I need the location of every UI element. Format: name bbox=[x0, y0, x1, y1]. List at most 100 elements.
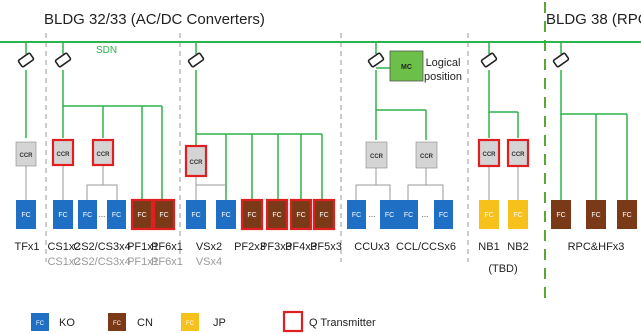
svg-text:FC: FC bbox=[36, 321, 45, 327]
svg-text:CCR: CCR bbox=[483, 152, 497, 158]
fc-box-ko: FC bbox=[434, 200, 453, 229]
ellipsis: ... bbox=[369, 210, 376, 219]
svg-text:FC: FC bbox=[247, 212, 256, 219]
svg-text:FC: FC bbox=[404, 212, 413, 219]
svg-text:FC: FC bbox=[112, 212, 121, 219]
switch-icons bbox=[17, 52, 570, 68]
fc-box-ko: FC bbox=[216, 200, 236, 229]
svg-text:FC: FC bbox=[186, 321, 195, 327]
switch-icon bbox=[187, 52, 205, 68]
ccr-fc-links bbox=[25, 166, 519, 200]
svg-text:FC: FC bbox=[513, 212, 522, 219]
svg-text:FC: FC bbox=[556, 212, 565, 219]
group-sublabel: CS2/CS3x4 bbox=[73, 256, 130, 268]
fc-box-cn: FC bbox=[586, 200, 606, 229]
group-labels: TFx1 CS1x2 CS2/CS3x4 PF1x1 PF6x1 VSx2 PF… bbox=[14, 241, 624, 253]
svg-text:CCR: CCR bbox=[512, 152, 526, 158]
mc-note-line2: position bbox=[424, 71, 462, 83]
switch-icon bbox=[17, 52, 35, 68]
switch-icon bbox=[552, 52, 570, 68]
svg-text:FC: FC bbox=[385, 212, 394, 219]
fc-box-ko: FC bbox=[399, 200, 418, 229]
fc-box-cn-q: FC bbox=[130, 198, 154, 231]
svg-text:FC: FC bbox=[221, 212, 230, 219]
legend-jp: FC JP bbox=[181, 313, 226, 331]
svg-text:CCR: CCR bbox=[190, 160, 204, 166]
legend-cn: FC CN bbox=[108, 313, 153, 331]
ccr-box-q: CCR bbox=[506, 138, 530, 168]
switch-icon bbox=[54, 52, 72, 68]
svg-text:FC: FC bbox=[191, 212, 200, 219]
svg-text:CCR: CCR bbox=[57, 152, 71, 158]
group-label: PF3x3 bbox=[260, 241, 292, 253]
group-label: NB2 bbox=[507, 241, 528, 253]
legend-cn-label: CN bbox=[137, 317, 153, 329]
bldg-32-33-title: BLDG 32/33 (AC/DC Converters) bbox=[44, 11, 265, 28]
fc-box-ko: FC bbox=[380, 200, 399, 229]
group-label: CS1x2 bbox=[47, 241, 80, 253]
svg-text:FC: FC bbox=[591, 212, 600, 219]
ccr-box-q: CCR bbox=[91, 138, 115, 167]
fc-box-ko: FC bbox=[78, 200, 97, 229]
svg-text:FC: FC bbox=[319, 212, 328, 219]
ellipsis: ... bbox=[99, 210, 106, 219]
group-sublabel: PF6x1 bbox=[151, 256, 183, 268]
legend-q-transmitter-label: Q Transmitter bbox=[309, 317, 376, 329]
bldg-38-title: BLDG 38 (RPC) bbox=[546, 11, 641, 28]
fc-box-cn-q: FC bbox=[152, 198, 176, 231]
switch-icon bbox=[367, 52, 385, 68]
mc-label: MC bbox=[401, 64, 412, 71]
switch-icon bbox=[480, 52, 498, 68]
svg-text:FC: FC bbox=[113, 321, 122, 327]
group-sublabel: PF1x1 bbox=[127, 256, 159, 268]
group-label: PF4x3 bbox=[285, 241, 317, 253]
ccr-box: CCR bbox=[415, 141, 438, 169]
svg-text:CCR: CCR bbox=[20, 153, 34, 159]
fc-box-cn-q: FC bbox=[240, 198, 264, 231]
group-label: VSx2 bbox=[196, 241, 222, 253]
group-label: TFx1 bbox=[14, 241, 39, 253]
ccr-box-q: CCR bbox=[51, 138, 75, 167]
svg-text:CCR: CCR bbox=[370, 154, 384, 160]
fc-box-jp: FC bbox=[479, 200, 499, 229]
sdn-label: SDN bbox=[96, 45, 117, 56]
svg-text:CCR: CCR bbox=[420, 154, 434, 160]
group-label: CS2/CS3x4 bbox=[73, 241, 130, 253]
fc-box-ko: FC bbox=[16, 200, 36, 229]
sdn-connections bbox=[25, 42, 628, 200]
ellipsis: ... bbox=[422, 210, 429, 219]
svg-text:CCR: CCR bbox=[97, 152, 111, 158]
svg-text:FC: FC bbox=[272, 212, 281, 219]
group-sublabels: CS1x2 CS2/CS3x4 PF1x1 PF6x1 VSx4 bbox=[47, 256, 222, 268]
legend-ko: FC KO bbox=[31, 313, 75, 331]
svg-text:FC: FC bbox=[58, 212, 67, 219]
svg-text:FC: FC bbox=[21, 212, 30, 219]
svg-text:FC: FC bbox=[622, 212, 631, 219]
fc-box-jp: FC bbox=[508, 200, 528, 229]
ccr-box: CCR bbox=[365, 141, 388, 169]
fc-box-cn-q: FC bbox=[265, 198, 289, 231]
fc-box-ko: FC bbox=[186, 200, 206, 229]
fc-box-ko: FC bbox=[107, 200, 126, 229]
svg-text:FC: FC bbox=[159, 212, 168, 219]
group-label: PF2x3 bbox=[234, 241, 266, 253]
group-label: CCL/CCSx6 bbox=[396, 241, 456, 253]
svg-text:FC: FC bbox=[484, 212, 493, 219]
fc-boxes: FC FC FC ... FC FC FC FC FC FC FC FC FC … bbox=[16, 198, 637, 231]
legend-q-transmitter: Q Transmitter bbox=[282, 310, 376, 333]
svg-text:FC: FC bbox=[137, 212, 146, 219]
group-label: PF1x1 bbox=[127, 241, 159, 253]
fc-box-ko: FC bbox=[347, 200, 366, 229]
group-separators bbox=[45, 33, 469, 262]
mc-box bbox=[389, 50, 424, 82]
group-label: PF5x3 bbox=[310, 241, 342, 253]
group-label: NB1 bbox=[478, 241, 499, 253]
ccr-boxes: CCR CCR CCR CCR CCR CCR CCR CCR bbox=[15, 138, 530, 178]
svg-text:FC: FC bbox=[439, 212, 448, 219]
group-sublabel: CS1x2 bbox=[47, 256, 80, 268]
legend-jp-label: JP bbox=[213, 317, 226, 329]
mc-note-line1: Logical bbox=[426, 57, 461, 69]
svg-text:FC: FC bbox=[83, 212, 92, 219]
fc-box-cn: FC bbox=[551, 200, 571, 229]
